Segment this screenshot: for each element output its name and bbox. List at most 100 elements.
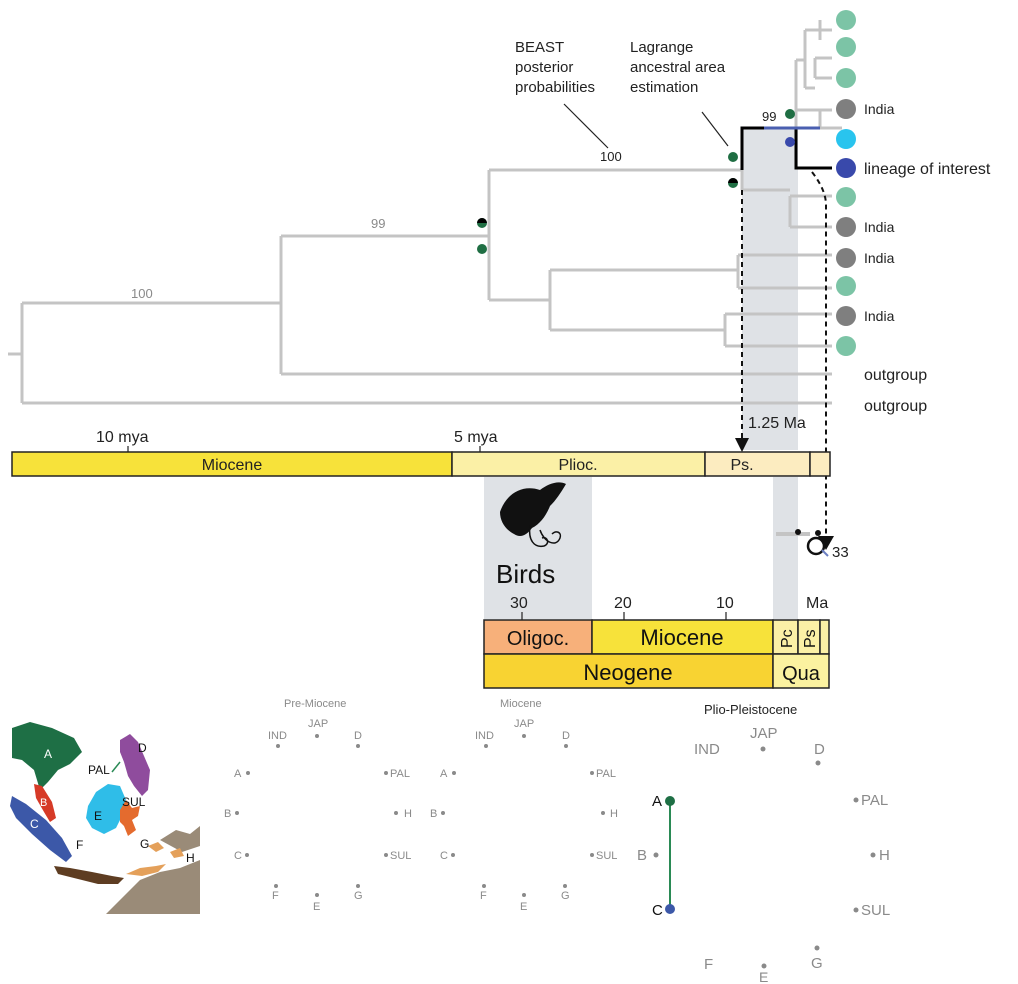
area-node-dot: [384, 771, 388, 775]
area-node-label: F: [480, 890, 487, 902]
area-node-dot: [274, 884, 278, 888]
area-node-dot-c: [665, 904, 675, 914]
birds-period-label: Qua: [782, 663, 821, 685]
map-region-d: [120, 734, 150, 796]
area-node-label: D: [814, 741, 825, 758]
area-node-dot: [853, 907, 859, 913]
area-node-label: IND: [475, 730, 494, 742]
tip-circle: [836, 248, 856, 268]
area-node-label: C: [234, 850, 242, 862]
map-pal-line: [111, 761, 121, 773]
tip-circle: [836, 187, 856, 207]
epoch-bar: [11, 451, 831, 477]
ancestral-area-dot: [785, 137, 795, 147]
map-label-c: C: [30, 817, 39, 831]
birds-title: Birds: [496, 559, 555, 589]
area-node-label: JAP: [750, 725, 778, 742]
epoch-oligocene: [483, 619, 593, 655]
map-label-g: G: [140, 837, 149, 851]
area-node-label: A: [440, 768, 448, 780]
area-panel-title: Pre-Miocene: [284, 698, 346, 710]
area-node-dot: [245, 853, 249, 857]
tip-circle: [836, 37, 856, 57]
area-node-dot: [564, 744, 568, 748]
area-node-label: PAL: [390, 768, 410, 780]
area-node-label: SUL: [596, 850, 617, 862]
area-node-dot: [315, 893, 319, 897]
birds-shading-recent: [773, 477, 798, 619]
area-node-label: SUL: [861, 902, 890, 919]
area-node-label: B: [637, 847, 647, 864]
area-node-label: C: [440, 850, 448, 862]
area-node-dot: [441, 811, 445, 815]
tip-label-india: India: [864, 219, 895, 235]
map-label-a: A: [44, 747, 52, 761]
map-label-pal: PAL: [88, 763, 110, 777]
tip-circle: [836, 276, 856, 296]
area-node-dot: [451, 853, 455, 857]
area-node-dot: [814, 945, 820, 951]
lagrange-label: Lagrange ancestral area estimation: [630, 39, 729, 96]
tip-circle: [836, 306, 856, 326]
map-label-f: F: [76, 838, 83, 852]
map-region-a: [12, 722, 82, 790]
epoch-label: Miocene: [202, 457, 263, 474]
area-node-dot: [235, 811, 239, 815]
area-node-dot: [394, 811, 398, 815]
map-region-c: [10, 796, 72, 862]
birds-tick-label: 20: [614, 595, 632, 612]
birds-epoch-bar: [483, 619, 830, 689]
divergence-time-label: 1.25 Ma: [748, 415, 806, 432]
birds-epoch-label: Oligoc.: [507, 628, 569, 650]
area-node-label: G: [354, 890, 363, 902]
area-node-dot: [853, 797, 859, 803]
area-node-dot: [761, 963, 767, 969]
birds-epoch-label: Ps: [802, 629, 819, 648]
dashed-arrows: [741, 171, 827, 540]
birds-tick-label: 10: [716, 595, 734, 612]
outgroup-label: outgroup: [864, 398, 927, 415]
arrow-head-main: [735, 438, 749, 452]
epoch-label: Ps.: [730, 457, 753, 474]
birds-epoch-label: Pc: [779, 629, 796, 648]
epoch-holocene: [809, 451, 831, 477]
area-node-dot: [760, 746, 766, 752]
beast-line: posterior: [515, 59, 573, 76]
timescale-tick-label: 5 mya: [454, 429, 498, 446]
lagrange-line: estimation: [630, 79, 698, 96]
beast-label: BEAST posterior probabilities: [515, 39, 595, 96]
tip-label-india: India: [864, 101, 895, 117]
birds-period-label: Neogene: [583, 660, 672, 685]
area-node-label: IND: [268, 730, 287, 742]
area-node-dot-a: [665, 796, 675, 806]
node-markers: [477, 109, 795, 254]
tip-circle: [836, 336, 856, 356]
map-region-g: [126, 864, 166, 876]
area-node-label: B: [224, 808, 231, 820]
area-panel-title: Miocene: [500, 698, 542, 710]
area-node-label: IND: [694, 741, 720, 758]
area-node-label: SUL: [390, 850, 411, 862]
period-quaternary: [772, 653, 830, 689]
tip-circle: [836, 99, 856, 119]
area-node-label: JAP: [514, 718, 534, 730]
area-panel-pre-miocene: Pre-Miocene IND JAP D A PAL B H C SUL F …: [224, 698, 412, 913]
tip-circle: [836, 10, 856, 30]
epoch-pleistocene: [704, 451, 811, 477]
ancestral-area-dot: [728, 152, 738, 162]
lagrange-leader-line: [701, 111, 729, 147]
highlighted-lineage: [740, 126, 842, 170]
tip-circle: [836, 217, 856, 237]
support-value: 99: [762, 109, 776, 124]
beast-line: BEAST: [515, 39, 564, 56]
ancestral-area-dot: [477, 244, 487, 254]
area-node-label: H: [610, 808, 618, 820]
epoch-pliocene-short: [772, 619, 799, 655]
map-label-b: B: [40, 797, 47, 809]
tip-label-india: India: [864, 308, 895, 324]
epoch-holocene-short: [819, 619, 830, 655]
area-node-dot: [590, 771, 594, 775]
map-land-tan-small: [160, 826, 200, 852]
support-value: 99: [371, 216, 385, 231]
